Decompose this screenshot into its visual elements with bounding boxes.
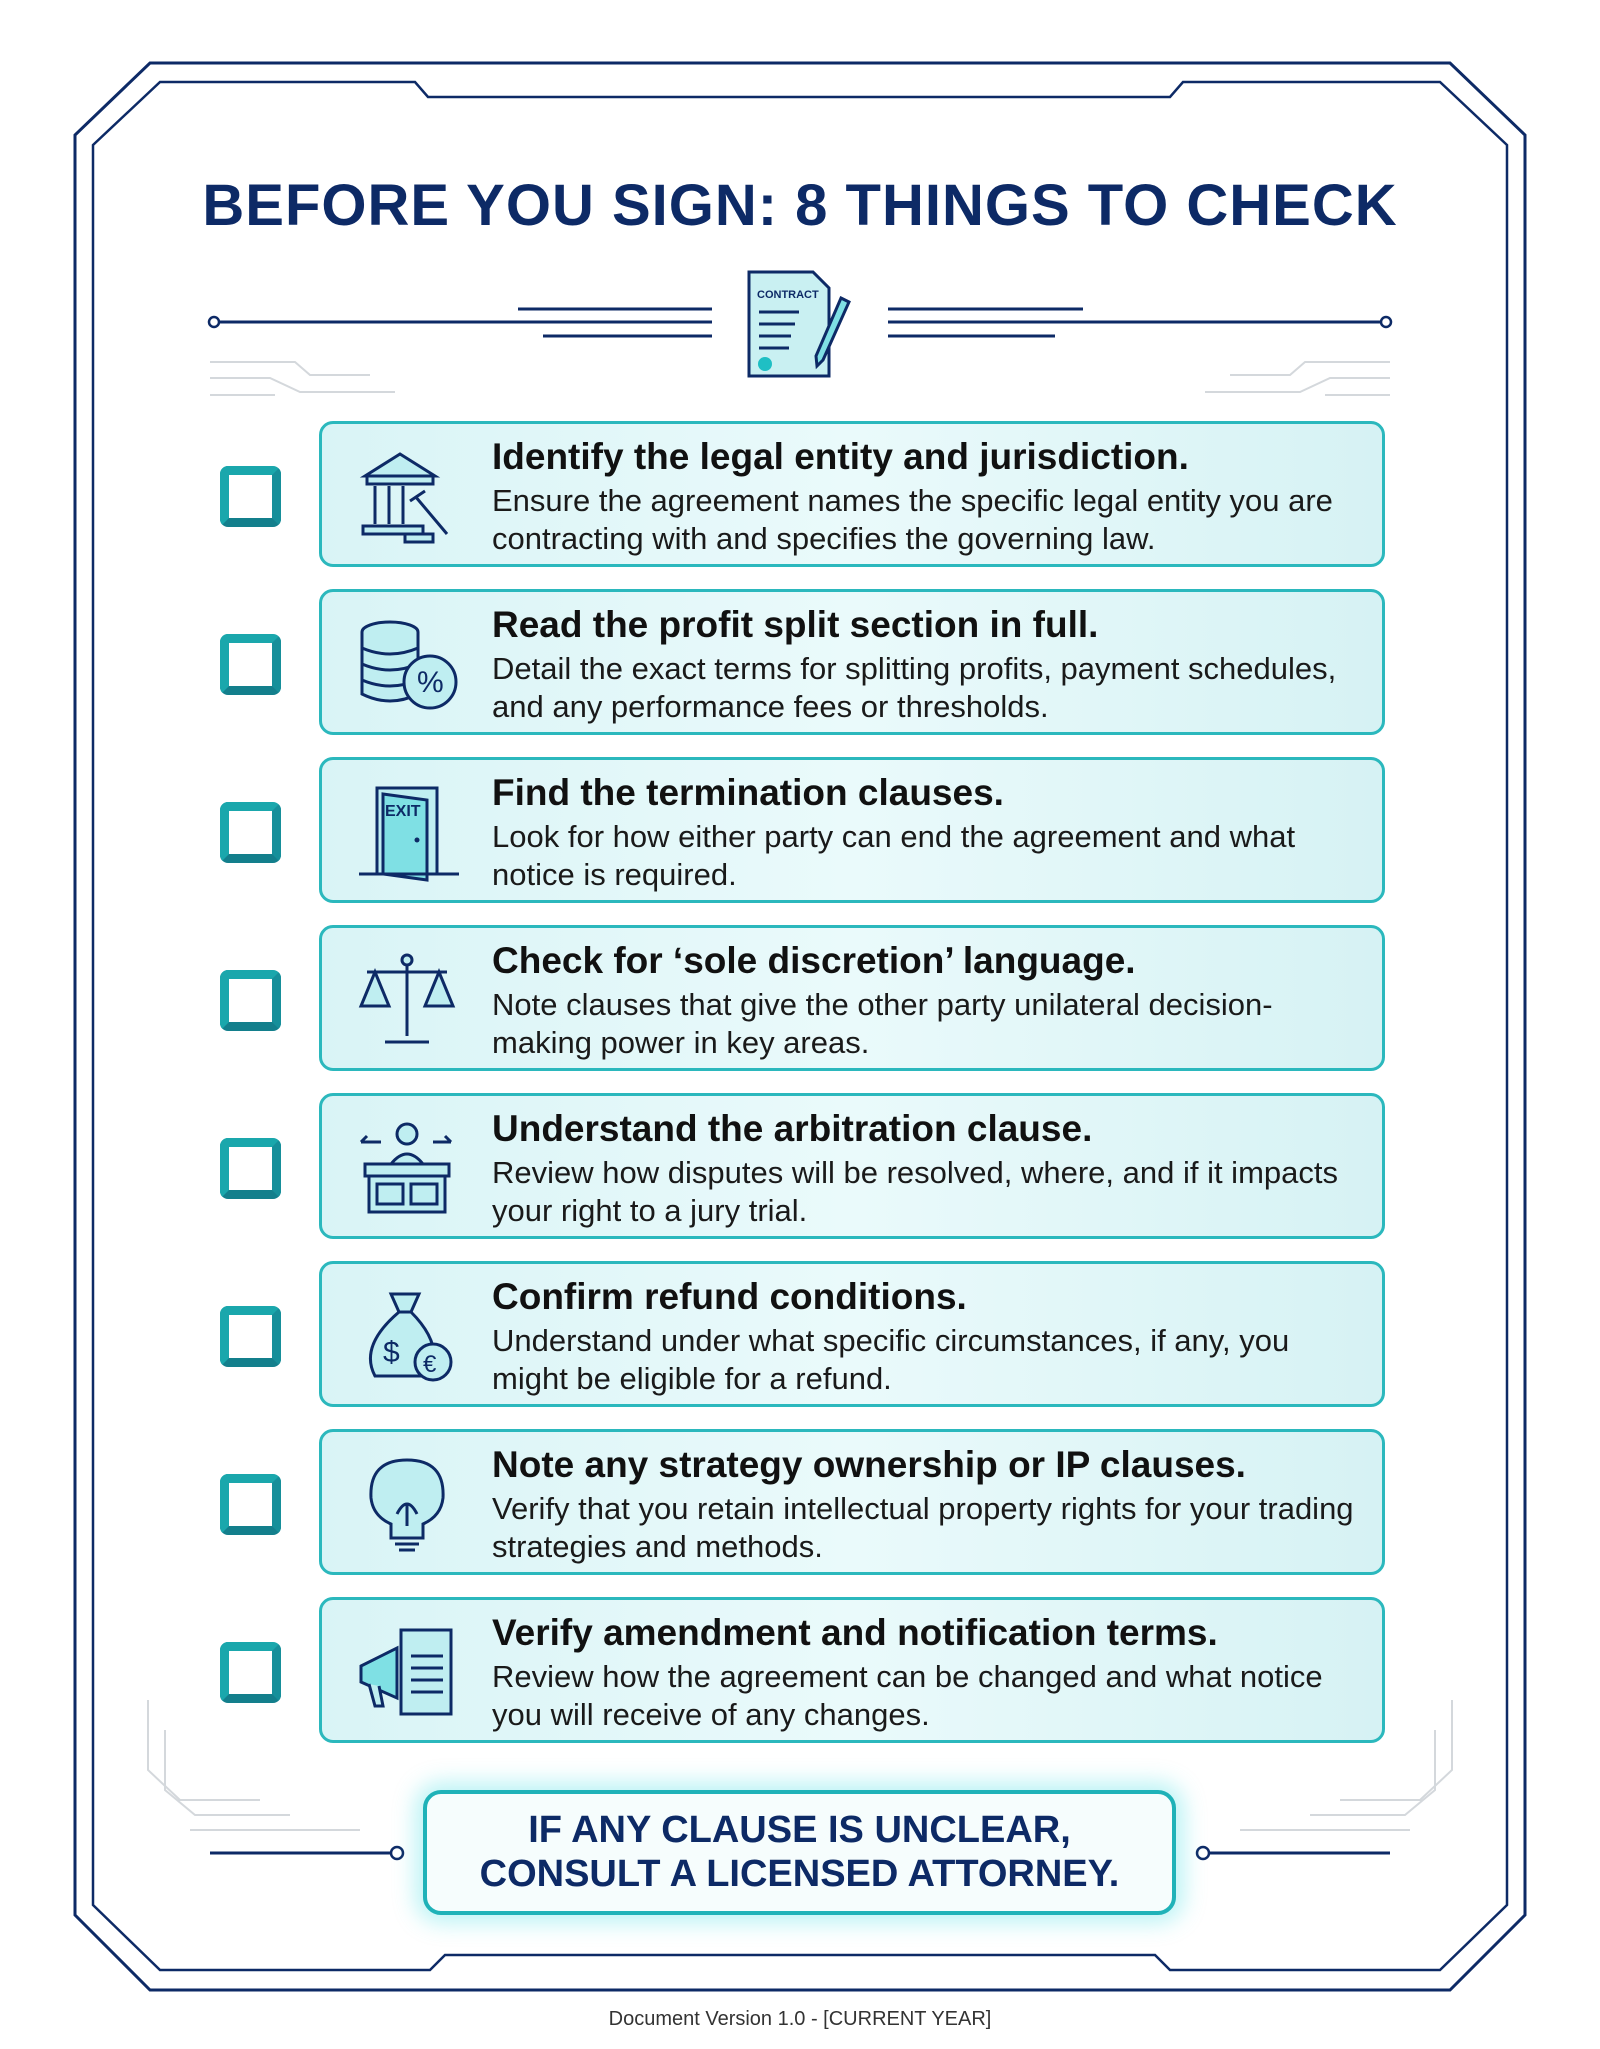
checklist-item: EXIT Find the termination clauses. Look …: [319, 757, 1385, 903]
item-body: Review how disputes will be resolved, wh…: [492, 1155, 1338, 1228]
item-heading: Read the profit split section in full.: [492, 604, 1099, 645]
checklist-item: Check for ‘sole discretion’ language. No…: [319, 925, 1385, 1071]
checkbox[interactable]: [220, 466, 281, 527]
item-body: Detail the exact terms for splitting pro…: [492, 651, 1337, 724]
item-heading: Find the termination clauses.: [492, 772, 1004, 813]
arbitrator-desk-icon: [359, 1122, 453, 1214]
item-body: Review how the agreement can be changed …: [492, 1659, 1323, 1732]
checkbox[interactable]: [220, 1642, 281, 1703]
item-heading: Check for ‘sole discretion’ language.: [492, 940, 1136, 981]
item-body: Note clauses that give the other party u…: [492, 987, 1273, 1060]
svg-text:EXIT: EXIT: [385, 803, 421, 820]
checklist-item: $€ Confirm refund conditions. Understand…: [319, 1261, 1385, 1407]
brain-lightbulb-icon: [369, 1458, 445, 1552]
exit-door-icon: EXIT: [359, 786, 459, 882]
checkbox[interactable]: [220, 1306, 281, 1367]
callout-line-2: CONSULT A LICENSED ATTORNEY.: [479, 1853, 1120, 1895]
checklist-item: Identify the legal entity and jurisdicti…: [319, 421, 1385, 567]
item-body: Ensure the agreement names the specific …: [492, 483, 1333, 556]
document-version: Document Version 1.0 - [CURRENT YEAR]: [608, 2008, 992, 2030]
item-heading: Note any strategy ownership or IP clause…: [492, 1444, 1246, 1485]
attorney-callout: IF ANY CLAUSE IS UNCLEAR, CONSULT A LICE…: [423, 1790, 1176, 1915]
checklist-item: Understand the arbitration clause. Revie…: [319, 1093, 1385, 1239]
item-body: Verify that you retain intellectual prop…: [492, 1491, 1354, 1564]
svg-text:€: €: [423, 1351, 437, 1378]
page-title: BEFORE YOU SIGN: 8 THINGS TO CHECK: [202, 173, 1398, 238]
item-body: Look for how either party can end the ag…: [492, 819, 1296, 892]
checklist-item: % Read the profit split section in full.…: [319, 589, 1385, 735]
checkbox[interactable]: [220, 1474, 281, 1535]
scales-icon: [358, 953, 456, 1044]
checkbox[interactable]: [220, 970, 281, 1031]
checkbox[interactable]: [220, 634, 281, 695]
courthouse-gavel-icon: [359, 452, 449, 544]
checklist-item: Verify amendment and notification terms.…: [319, 1597, 1385, 1743]
megaphone-document-icon: [359, 1628, 453, 1716]
contract-icon: CONTRACT: [747, 270, 851, 378]
contract-icon-label: CONTRACT: [757, 289, 819, 301]
svg-text:$: $: [383, 1336, 400, 1369]
coins-percent-icon: %: [360, 620, 458, 710]
checkbox[interactable]: [220, 1138, 281, 1199]
item-heading: Verify amendment and notification terms.: [492, 1612, 1218, 1653]
checkbox[interactable]: [220, 802, 281, 863]
money-bag-icon: $€: [369, 1292, 453, 1382]
item-heading: Confirm refund conditions.: [492, 1276, 967, 1317]
item-body: Understand under what specific circumsta…: [492, 1323, 1290, 1396]
item-heading: Identify the legal entity and jurisdicti…: [492, 436, 1189, 477]
svg-text:%: %: [417, 666, 444, 699]
checklist-item: Note any strategy ownership or IP clause…: [319, 1429, 1385, 1575]
callout-line-1: IF ANY CLAUSE IS UNCLEAR,: [528, 1809, 1071, 1851]
item-heading: Understand the arbitration clause.: [492, 1108, 1093, 1149]
